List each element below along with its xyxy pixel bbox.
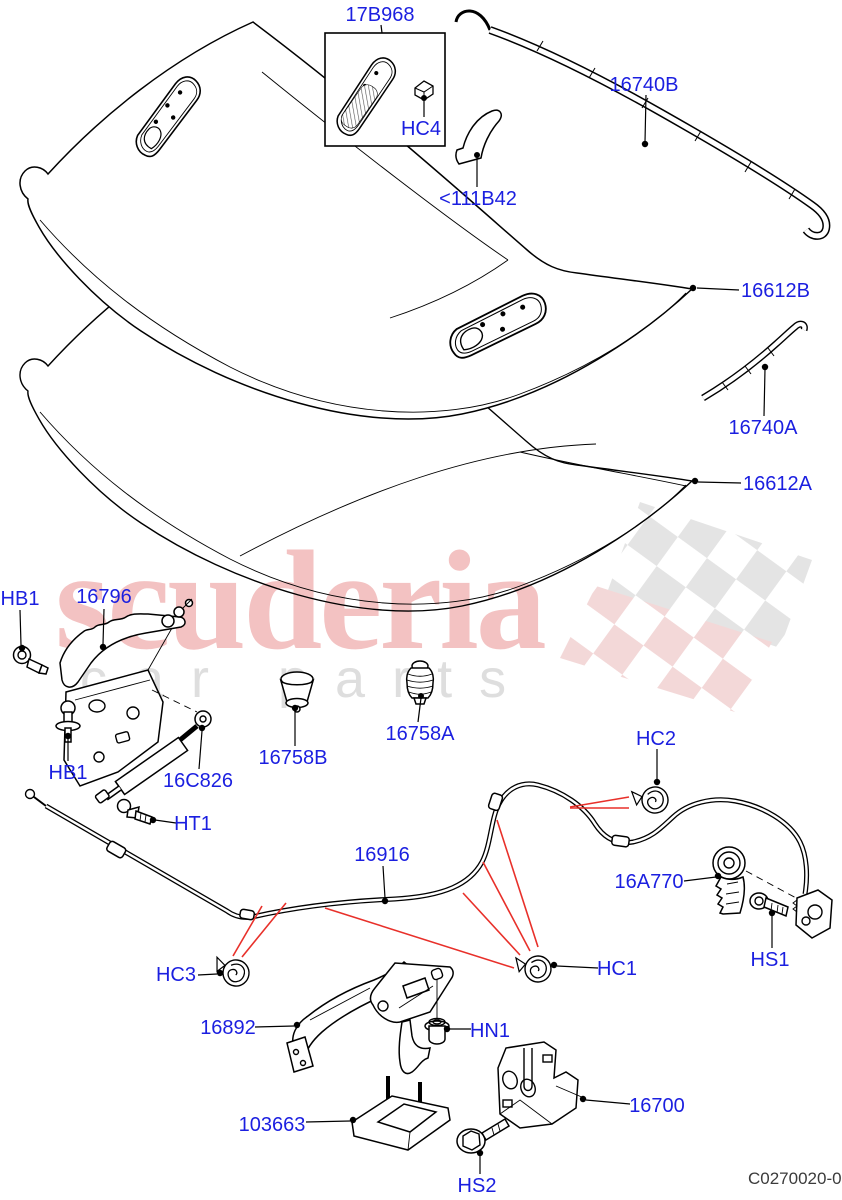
- weatherstrip-16740B: [454, 9, 831, 240]
- bolt-HB1-top: [12, 645, 49, 675]
- hood-latch-16700: [497, 1041, 585, 1129]
- ball-stud-HT1: [116, 798, 153, 825]
- part-labels: 17B968 HC4 <111B42 16740B 16612B 16740A …: [1, 4, 813, 1197]
- part-label-HC1: HC1: [597, 958, 637, 980]
- release-cable-16916: [24, 781, 810, 921]
- part-label-16916: 16916: [354, 844, 410, 866]
- part-label-HB1-bottom: HB1: [49, 762, 88, 784]
- red-locator-lines: [232, 796, 630, 969]
- part-label-16740A: 16740A: [729, 417, 799, 439]
- latch-striker-right: [792, 889, 833, 939]
- part-label-HS2: HS2: [458, 1175, 497, 1197]
- part-label-16796: 16796: [76, 586, 132, 608]
- hood-panel-16612B: [19, 21, 694, 420]
- bumper-16758B: [279, 671, 315, 713]
- part-label-16758B: 16758B: [259, 747, 328, 769]
- part-label-16C826: 16C826: [163, 770, 233, 792]
- part-label-16612B: 16612B: [741, 280, 810, 302]
- bolt-HS2: [456, 1117, 511, 1154]
- inset-box-17B968: [324, 32, 446, 147]
- bracket-111B42: [455, 109, 502, 165]
- part-label-17B968: 17B968: [346, 4, 415, 26]
- nut-HN1: [424, 1017, 450, 1045]
- part-label-16758A: 16758A: [386, 723, 456, 745]
- part-label-HT1: HT1: [174, 813, 212, 835]
- striker-plate-103663: [351, 1076, 451, 1151]
- part-label-16A770: 16A770: [615, 871, 684, 893]
- part-label-HC4: HC4: [401, 118, 441, 140]
- part-label-111B42: <111B42: [439, 188, 517, 210]
- part-label-HC3: HC3: [156, 964, 196, 986]
- release-handle-16A770: [712, 846, 799, 915]
- leader-lines: [18, 24, 776, 1174]
- part-label-16892: 16892: [200, 1017, 256, 1039]
- hinge-16796: [59, 598, 198, 787]
- hood-panel-16612A-lines: [19, 213, 694, 612]
- part-label-16700: 16700: [629, 1095, 685, 1117]
- clip-HC4: [414, 80, 434, 101]
- gas-strut-16C826: [94, 710, 212, 804]
- checkered-flag: [560, 502, 812, 712]
- weatherstrip-16740A: [701, 320, 808, 402]
- part-label-103663: 103663: [239, 1114, 306, 1136]
- bolt-HS1: [749, 892, 789, 918]
- part-label-HB1-top: HB1: [1, 588, 40, 610]
- part-label-HC2: HC2: [636, 728, 676, 750]
- part-label-16740B: 16740B: [610, 74, 679, 96]
- latch-support-plate: [369, 962, 454, 1075]
- clip-HC1: [515, 954, 553, 985]
- clip-HC2: [631, 783, 672, 818]
- part-label-16612A: 16612A: [743, 473, 813, 495]
- diagram-code: C0270020-03: [748, 1169, 842, 1188]
- part-label-HS1: HS1: [751, 949, 790, 971]
- part-label-HN1: HN1: [470, 1020, 510, 1042]
